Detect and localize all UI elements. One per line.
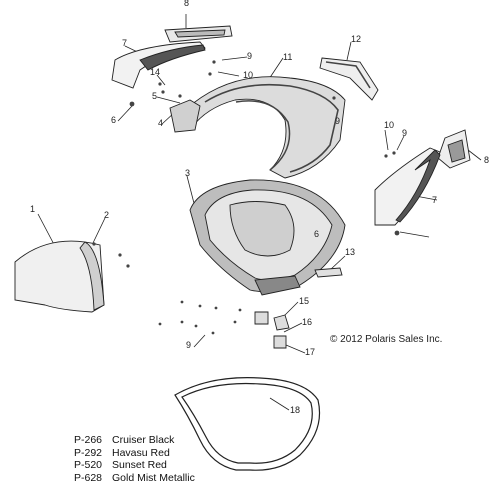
legend-row: P-266 Cruiser Black [74,434,195,447]
callout-number: 10 [384,120,394,130]
callout-number: 3 [185,168,190,178]
callout-number: 12 [351,34,361,44]
legend-row: P-520 Sunset Red [74,459,195,472]
callout-number: 8 [484,155,489,165]
callout-number: 9 [247,51,252,61]
callout-number: 5 [152,91,157,101]
callout-number: 11 [283,52,292,62]
legend-code: P-520 [74,459,103,471]
callout-number: 7 [432,195,437,205]
copyright-notice: © 2012 Polaris Sales Inc. [330,334,443,345]
callout-number: 6 [314,229,319,239]
callout-number: 10 [243,70,253,80]
legend-code: P-628 [74,471,103,484]
callout-number: 13 [345,247,355,257]
callout-number: 1 [30,204,35,214]
legend-row: P-292 Havasu Red [74,447,195,460]
callout-number: 17 [305,347,315,357]
legend-color-name: Gold Mist Metallic [112,471,195,484]
legend-color-name: Cruiser Black [112,434,175,446]
callout-number: 2 [104,210,109,220]
callout-number: 9 [335,116,340,126]
callout-number: 14 [150,67,160,77]
callout-number: 16 [302,317,312,327]
callout-number: 7 [122,38,127,48]
legend-code: P-292 [74,446,103,459]
callout-number: 18 [290,405,300,415]
callout-number: 6 [111,115,116,125]
legend-color-name: Havasu Red [112,446,170,459]
legend-row: P-628 Gold Mist Metallic [74,472,195,485]
legend-color-name: Sunset Red [112,459,167,471]
callout-number: 8 [184,0,189,8]
callout-number: 4 [158,118,163,128]
legend-code: P-266 [74,434,103,446]
callout-number: 9 [186,340,191,350]
callout-number: 9 [402,128,407,138]
color-code-legend: P-266 Cruiser Black P-292 Havasu Red P-520… [74,434,195,484]
callout-number: 15 [299,296,309,306]
